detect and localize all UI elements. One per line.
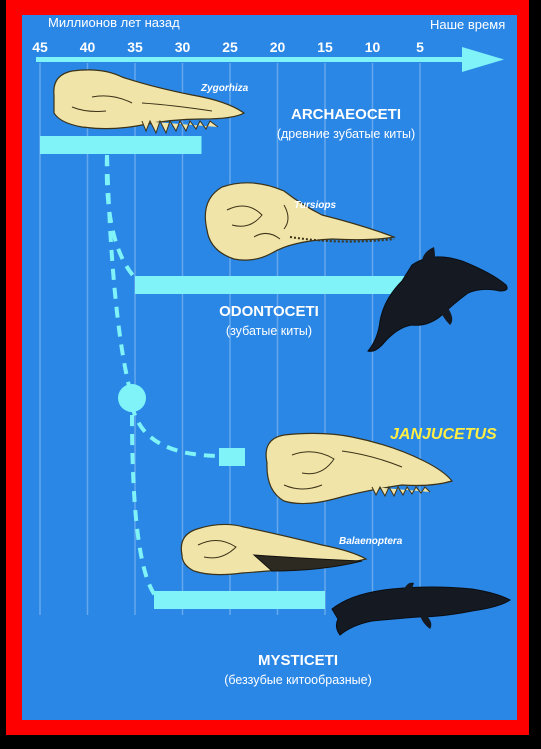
axis-tick-label: 30 [175,39,191,55]
lineage-to-janjucetus [132,405,219,456]
genus-zygorhiza: Zygorhiza [200,83,249,94]
branch-node [118,384,146,412]
axis-tick-label: 45 [32,39,48,55]
evolution-diagram: Миллионов лет назад Наше время 45 40 35 30 2… [22,15,517,720]
axis-title: Миллионов лет назад [48,15,180,30]
axis-tick-label: 10 [365,39,381,55]
axis-tick-label: 5 [416,39,424,55]
axis-ticks: 45 40 35 30 25 20 15 10 5 [32,39,424,55]
zygorhiza-skull-icon [54,70,244,133]
tursiops-skull-icon [205,183,394,260]
range-bar-archaeoceti [40,136,202,154]
axis-tick-label: 35 [127,39,143,55]
time-axis-arrowhead [462,47,504,72]
baleen-whale-icon [332,583,510,635]
present-label: Наше время [430,17,505,32]
diagram-panel: Миллионов лет назад Наше время 45 40 35 30 2… [22,15,517,720]
group-name-archaeoceti: ARCHAEOCETI [291,106,401,123]
time-axis-line [36,57,476,62]
axis-tick-label: 40 [80,39,96,55]
balaenoptera-skull-icon [181,524,366,574]
range-bar-mysticeti [154,591,325,609]
group-subtitle-odontoceti: (зубатые киты) [226,324,312,338]
axis-tick-label: 20 [270,39,286,55]
group-name-mysticeti: MYSTICETI [258,652,338,669]
axis-tick-label: 25 [222,39,238,55]
genus-tursiops: Tursiops [294,200,336,211]
group-subtitle-archaeoceti: (древние зубатые киты) [277,127,415,141]
group-name-odontoceti: ODONTOCETI [219,303,319,320]
dolphin-icon [368,247,507,351]
genus-janjucetus: JANJUCETUS [390,426,497,443]
janjucetus-skull-icon [266,433,452,503]
lineage-archaeo-to-mysti [107,155,132,398]
lineage-to-mysticeti [132,415,159,600]
axis-tick-label: 15 [317,39,333,55]
genus-balaenoptera: Balaenoptera [339,536,403,547]
range-bar-odontoceti [135,276,419,294]
group-subtitle-mysticeti: (беззубые китообразные) [224,673,372,687]
range-bar-janjucetus [219,448,245,466]
